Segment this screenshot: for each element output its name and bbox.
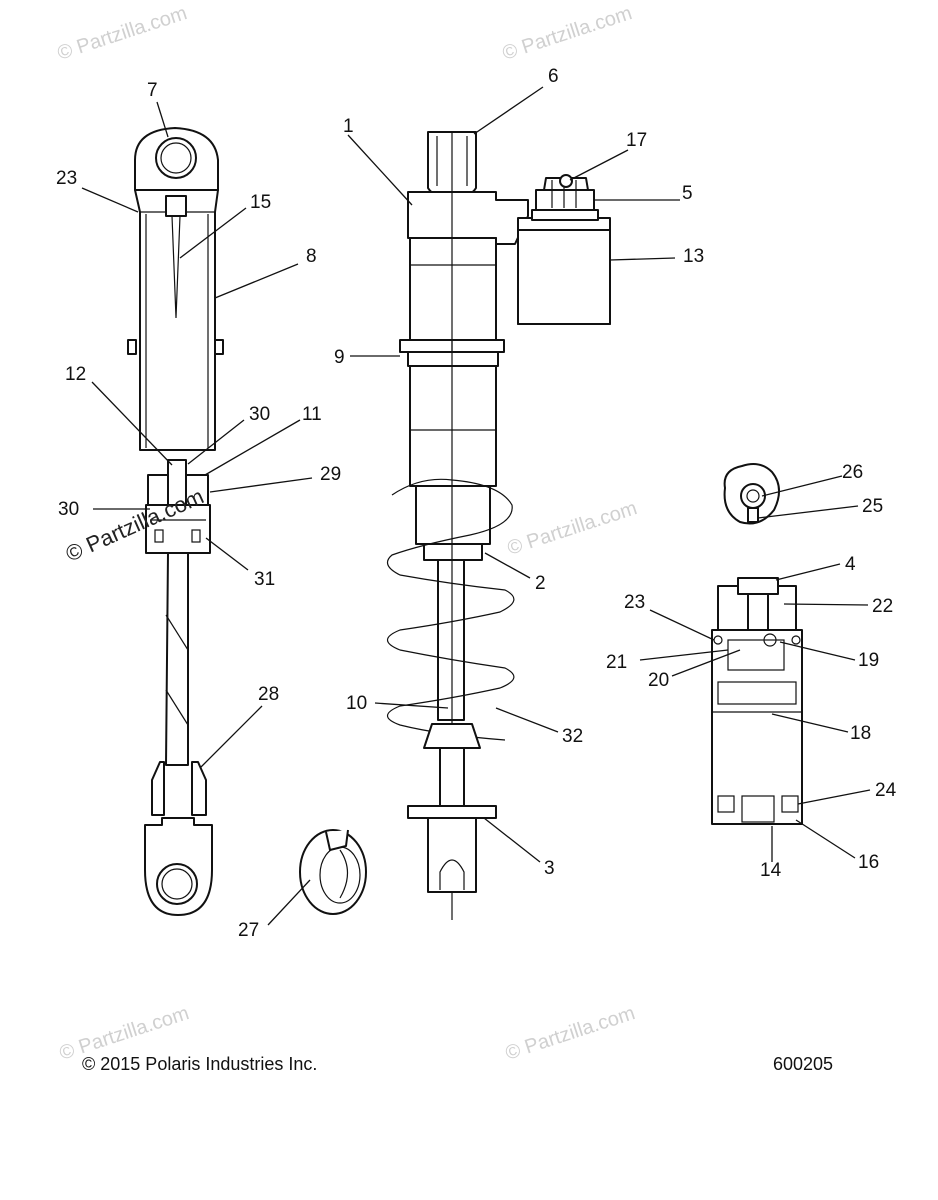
callout-32: 32: [562, 726, 583, 747]
callout-16: 16: [858, 852, 879, 873]
callout-10: 10: [346, 693, 367, 714]
callout-17: 17: [626, 130, 647, 151]
callout-30: 30: [249, 404, 270, 425]
watermark-text: © Partzilla.com: [500, 2, 635, 65]
callouts: 7 23 15 8 12 30 11 29 30 31 28 27 1 6 17…: [56, 66, 897, 941]
callout-28: 28: [258, 684, 279, 705]
callout-29: 29: [320, 464, 341, 485]
callout-13: 13: [683, 246, 704, 267]
callout-25: 25: [862, 496, 883, 517]
watermark-text: © Partzilla.com: [55, 2, 190, 65]
callout-18: 18: [850, 723, 871, 744]
callout-23: 23: [624, 592, 645, 613]
spring-retainer-ring: [299, 829, 367, 915]
callout-30: 30: [58, 499, 79, 520]
callout-5: 5: [682, 183, 693, 204]
callout-7: 7: [147, 80, 158, 101]
center-shock-assembly: [386, 131, 529, 920]
callout-11: 11: [302, 404, 322, 425]
callout-23: 23: [56, 168, 77, 189]
reservoir-canister: [517, 174, 611, 325]
callout-8: 8: [306, 246, 317, 267]
callout-15: 15: [250, 192, 271, 213]
callout-24: 24: [875, 780, 897, 801]
callout-14: 14: [760, 860, 782, 881]
left-shock-cutaway: [127, 127, 224, 916]
reservoir-cutaway: [711, 577, 803, 825]
callout-3: 3: [544, 858, 555, 879]
callout-4: 4: [845, 554, 856, 575]
callout-12: 12: [65, 364, 86, 385]
callout-27: 27: [238, 920, 259, 941]
callout-1: 1: [343, 116, 354, 137]
footer-copyright: © 2015 Polaris Industries Inc.: [82, 1054, 318, 1074]
adjuster-knob: [723, 463, 780, 525]
watermark-text: © Partzilla.com: [505, 497, 640, 560]
watermark-text: © Partzilla.com: [503, 1002, 638, 1065]
callout-26: 26: [842, 462, 863, 483]
callout-20: 20: [648, 670, 669, 691]
callout-9: 9: [334, 347, 345, 368]
leader-lines: [81, 86, 871, 926]
footer-diagram-code: 600205: [773, 1054, 834, 1074]
callout-6: 6: [548, 66, 559, 87]
callout-21: 21: [606, 652, 627, 673]
callout-2: 2: [535, 573, 546, 594]
callout-19: 19: [858, 650, 879, 671]
callout-31: 31: [254, 569, 275, 590]
callout-22: 22: [872, 596, 893, 617]
